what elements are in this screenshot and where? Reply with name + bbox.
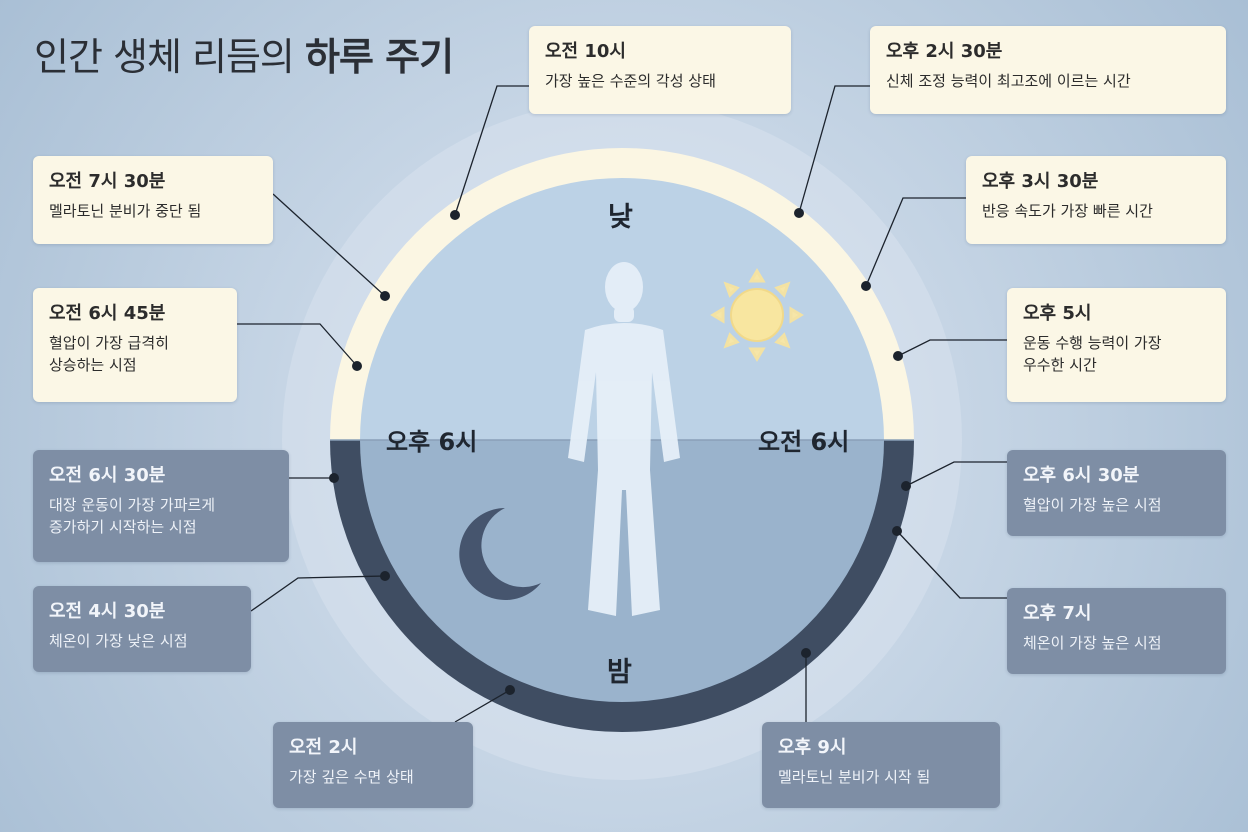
- connector-line: [250, 575, 386, 612]
- connector-line: [865, 197, 966, 287]
- event-card: 오전 10시 가장 높은 수준의 각성 상태: [529, 26, 791, 114]
- event-desc: 혈압이 가장 높은 시점: [1023, 496, 1162, 514]
- connector-dot: [861, 281, 871, 291]
- event-card: 오후 9시 멜라토닌 분비가 시작 됨: [762, 722, 1000, 808]
- event-desc: 신체 조정 능력이 최고조에 이르는 시간: [886, 72, 1131, 90]
- connector-line: [897, 339, 1007, 357]
- event-card: 오전 6시 30분 대장 운동이 가장 가파르게 증가하기 시작하는 시점: [33, 450, 289, 562]
- event-time: 오후 5시: [1023, 303, 1092, 324]
- connector-dot: [505, 685, 515, 695]
- event-desc: 대장 운동이 가장 가파르게 증가하기 시작하는 시점: [49, 496, 216, 536]
- event-time: 오후 3시 30분: [982, 171, 1099, 192]
- event-desc: 체온이 가장 낮은 시점: [49, 632, 188, 650]
- event-time: 오전 6시 45분: [49, 303, 166, 324]
- connector-line: [454, 85, 530, 216]
- event-time: 오전 7시 30분: [49, 171, 166, 192]
- connector-dot: [892, 526, 902, 536]
- event-desc: 멜라토닌 분비가 중단 됨: [49, 202, 202, 220]
- connector-dot: [329, 473, 339, 483]
- sun-icon: [710, 268, 804, 362]
- connector-dots: [329, 208, 911, 695]
- event-card: 오후 6시 30분 혈압이 가장 높은 시점: [1007, 450, 1226, 536]
- connector-dot: [893, 351, 903, 361]
- event-card: 오후 7시 체온이 가장 높은 시점: [1007, 588, 1226, 674]
- day-label: 낮: [608, 202, 633, 233]
- right-time-label: 오전 6시: [758, 428, 850, 456]
- title-bold: 하루 주기: [304, 35, 454, 79]
- event-time: 오전 10시: [545, 41, 626, 62]
- event-desc: 가장 높은 수준의 각성 상태: [545, 72, 716, 90]
- connector-lines: [237, 85, 1007, 723]
- left-time-label: 오후 6시: [386, 428, 478, 456]
- page-title: 인간 생체 리듬의 하루 주기: [34, 26, 454, 81]
- event-card: 오후 2시 30분 신체 조정 능력이 최고조에 이르는 시간: [870, 26, 1226, 114]
- connector-dot: [380, 571, 390, 581]
- event-desc: 가장 깊은 수면 상태: [289, 768, 414, 786]
- connector-line: [272, 193, 386, 297]
- event-time: 오전 2시: [289, 737, 358, 758]
- connector-dot: [794, 208, 804, 218]
- connector-dot: [801, 648, 811, 658]
- connector-dot: [901, 481, 911, 491]
- event-time: 오후 6시 30분: [1023, 465, 1140, 486]
- event-card: 오후 3시 30분 반응 속도가 가장 빠른 시간: [966, 156, 1226, 244]
- connector-line: [798, 85, 870, 214]
- event-desc: 멜라토닌 분비가 시작 됨: [778, 768, 931, 786]
- event-time: 오전 6시 30분: [49, 465, 166, 486]
- event-card: 오전 6시 45분 혈압이 가장 급격히 상승하는 시점: [33, 288, 237, 402]
- connector-line: [896, 530, 1007, 599]
- connector-line: [454, 689, 511, 723]
- event-card: 오후 5시 운동 수행 능력이 가장 우수한 시간: [1007, 288, 1226, 402]
- night-label: 밤: [607, 657, 632, 688]
- event-time: 오후 2시 30분: [886, 41, 1003, 62]
- title-light: 인간 생체 리듬의: [34, 35, 295, 79]
- event-card: 오전 7시 30분 멜라토닌 분비가 중단 됨: [33, 156, 273, 244]
- event-time: 오후 9시: [778, 737, 847, 758]
- night-disk: [360, 440, 884, 702]
- human-figure-icon: [568, 262, 680, 616]
- event-desc: 운동 수행 능력이 가장 우수한 시간: [1023, 334, 1162, 374]
- event-card: 오전 2시 가장 깊은 수면 상태: [273, 722, 473, 808]
- crescent-moon-icon: [459, 508, 541, 600]
- connector-line: [237, 323, 358, 367]
- event-desc: 혈압이 가장 급격히 상승하는 시점: [49, 334, 169, 374]
- event-desc: 체온이 가장 높은 시점: [1023, 634, 1162, 652]
- event-time: 오전 4시 30분: [49, 601, 166, 622]
- event-card: 오전 4시 30분 체온이 가장 낮은 시점: [33, 586, 251, 672]
- connector-line: [905, 461, 1007, 487]
- connector-dot: [450, 210, 460, 220]
- event-desc: 반응 속도가 가장 빠른 시간: [982, 202, 1153, 220]
- connector-dot: [352, 361, 362, 371]
- connector-dot: [380, 291, 390, 301]
- event-time: 오후 7시: [1023, 603, 1092, 624]
